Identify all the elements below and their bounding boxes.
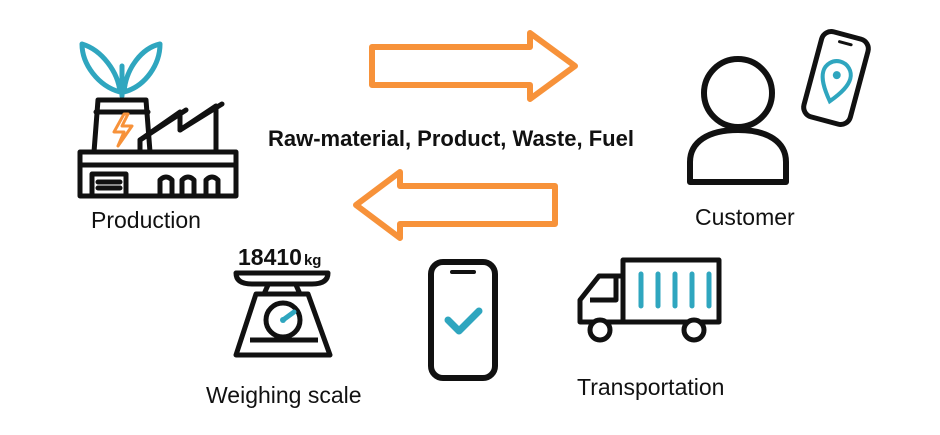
weighing-scale-icon — [233, 270, 333, 358]
customer-person-icon — [687, 56, 789, 185]
truck-icon — [577, 257, 722, 343]
scale-reading-unit: kg — [303, 252, 322, 269]
scale-reading-value: 18410 — [238, 244, 302, 270]
customer-label: Customer — [695, 204, 795, 230]
leaf-icon — [79, 41, 163, 99]
transportation-label: Transportation — [577, 374, 725, 400]
arrow-right — [369, 30, 578, 102]
flow-label: Raw-material, Product, Waste, Fuel — [268, 126, 634, 151]
arrow-left — [353, 169, 558, 241]
factory-icon — [77, 41, 239, 199]
phone-check-icon — [428, 259, 498, 381]
weighing-scale-label: Weighing scale — [206, 382, 362, 408]
location-pin-phone-icon — [801, 29, 871, 127]
production-label: Production — [91, 207, 201, 233]
lightning-icon — [112, 112, 134, 148]
